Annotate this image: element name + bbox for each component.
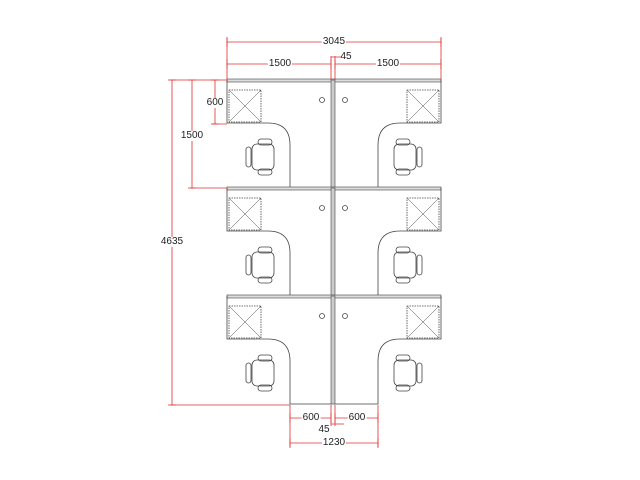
storage-cabinet-left (228, 305, 262, 339)
dim-overall-depth: 4635 (159, 236, 185, 247)
right-desk (333, 188, 442, 297)
dimension-lines (168, 37, 442, 448)
cabinet-cross-icon (406, 89, 440, 123)
office-chair-icon-right (393, 354, 423, 392)
storage-cabinet-left (228, 197, 262, 231)
dim-line-bottom-overall-ticks (289, 438, 379, 448)
dim-line-bottom-left-ticks (289, 413, 332, 423)
chair-arm (257, 246, 273, 254)
dim-line-storage-depth-ticks (211, 79, 219, 125)
dim-line-overall-width-ticks (226, 37, 442, 47)
storage-cabinet-right (406, 89, 440, 123)
cable-grommet-icon (319, 313, 325, 319)
dim-line-row-depth-ticks (188, 79, 196, 189)
cabinet-cross-icon (228, 197, 262, 231)
dim-divider-bottom: 45 (318, 424, 330, 435)
cabinet-cross-icon (406, 305, 440, 339)
dim-overall-width: 3045 (321, 36, 347, 47)
chair-arm (395, 138, 411, 146)
chair-seat (393, 359, 417, 387)
dim-row-depth: 1500 (179, 130, 205, 141)
cable-grommet-icon (342, 97, 348, 103)
office-chair-icon-right (393, 246, 423, 284)
dim-bottom-overall: 1230 (321, 437, 347, 448)
office-chair-icon-left (245, 354, 275, 392)
chair-seat (251, 143, 275, 171)
workstation-row (226, 294, 442, 405)
center-divider (330, 187, 336, 297)
chair-seat (393, 251, 417, 279)
dim-divider-top: 45 (340, 51, 352, 62)
dim-line-divider-top (330, 56, 342, 80)
chair-arm (257, 384, 273, 392)
chair-back (416, 146, 423, 168)
chair-arm (395, 384, 411, 392)
chair-back (416, 254, 423, 276)
storage-cabinet-left (228, 89, 262, 123)
dim-right-desk-width: 1500 (375, 58, 401, 69)
chair-back (245, 362, 252, 384)
chair-arm (257, 168, 273, 176)
chair-arm (395, 168, 411, 176)
chair-arm (257, 276, 273, 284)
storage-cabinet-right (406, 305, 440, 339)
chair-back (245, 254, 252, 276)
cable-grommet-icon (342, 313, 348, 319)
office-chair-icon-left (245, 138, 275, 176)
dim-bottom-right-return: 600 (347, 412, 367, 423)
chair-seat (251, 359, 275, 387)
cable-grommet-icon (342, 205, 348, 211)
workstation-row (226, 186, 442, 297)
left-desk (226, 188, 333, 297)
cabinet-cross-icon (228, 305, 262, 339)
cabinet-cross-icon (228, 89, 262, 123)
chair-back (245, 146, 252, 168)
workstation-row (226, 78, 442, 189)
left-desk (226, 296, 333, 405)
dim-storage-depth: 600 (205, 97, 225, 108)
chair-seat (393, 143, 417, 171)
cabinet-cross-icon (406, 197, 440, 231)
dim-left-desk-width: 1500 (267, 58, 293, 69)
chair-arm (257, 354, 273, 362)
cable-grommet-icon (319, 97, 325, 103)
dim-bottom-left-return: 600 (301, 412, 321, 423)
storage-cabinet-right (406, 197, 440, 231)
chair-arm (395, 276, 411, 284)
left-desk (226, 80, 333, 189)
office-chair-icon-right (393, 138, 423, 176)
office-chair-icon-left (245, 246, 275, 284)
extension-lines-left (170, 79, 290, 406)
chair-arm (395, 246, 411, 254)
dim-line-bottom-right-ticks (334, 413, 379, 423)
right-desk (333, 80, 442, 189)
center-divider (330, 295, 336, 405)
right-desk (333, 296, 442, 405)
chair-arm (395, 354, 411, 362)
center-divider (330, 79, 336, 189)
chair-arm (257, 138, 273, 146)
dim-line-overall-depth-ticks (168, 79, 176, 406)
chair-seat (251, 251, 275, 279)
cable-grommet-icon (319, 205, 325, 211)
chair-back (416, 362, 423, 384)
